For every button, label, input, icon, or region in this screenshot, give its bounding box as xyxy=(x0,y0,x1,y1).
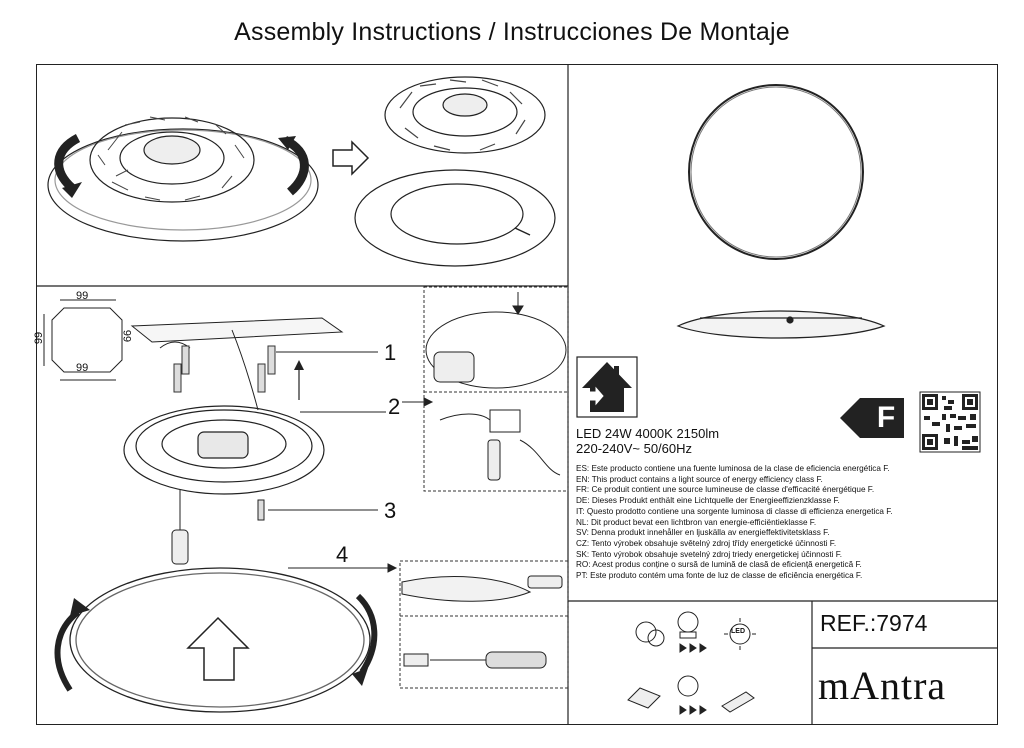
energy-statement-es: ES: Este producto contiene una fuente lu… xyxy=(576,464,890,473)
rotate-diffuser-left-arrow-icon xyxy=(54,598,90,692)
led-icon-label: LED xyxy=(731,628,745,635)
rotate-right-arrow-icon xyxy=(278,135,309,196)
diffuser-inner-shadow xyxy=(54,129,312,231)
product-side-view xyxy=(676,310,886,339)
step-number-4: 4 xyxy=(336,542,349,567)
led-board-inner xyxy=(119,131,225,185)
energy-class-letter: F xyxy=(876,401,896,434)
rotate-left-arrow-icon xyxy=(54,134,82,198)
energy-statement-pt: PT: Este produto contém uma fonte de luz… xyxy=(576,571,863,581)
next-step-arrow-icon xyxy=(332,140,370,176)
spec-power: LED 24W 4000K 2150lm xyxy=(576,426,720,441)
energy-statement-de: DE: Dieses Produkt enthält eine Lichtque… xyxy=(576,496,840,506)
led-module-top xyxy=(384,76,546,154)
brand-logo: mAntra xyxy=(818,663,947,708)
detail-diffuser-drawing xyxy=(401,575,563,669)
ceiling-plate xyxy=(130,317,344,411)
rotate-diffuser-right-arrow-icon xyxy=(352,593,378,686)
diffuser-ring xyxy=(354,169,556,267)
final-diffuser xyxy=(69,567,371,713)
leader-lines xyxy=(268,351,434,573)
detail-box-diffuser xyxy=(399,560,569,689)
energy-statement-en: EN: This product contains a light source… xyxy=(576,474,823,484)
detail-box-connection xyxy=(423,286,569,492)
dimension-inner-label: 66 xyxy=(122,329,135,343)
energy-statement-cz: CZ: Tento výrobek obsahuje světelný zdro… xyxy=(576,538,837,548)
energy-statement-it: IT: Questo prodotto contiene una sorgent… xyxy=(576,506,893,516)
reference-number: REF.:7974 xyxy=(820,610,928,636)
spec-voltage: 220-240V~ 50/60Hz xyxy=(576,441,693,456)
energy-statement-sv: SV: Denna produkt innehåller en ljuskäll… xyxy=(576,528,830,538)
diffuser-outline xyxy=(47,128,319,242)
step-number-3: 3 xyxy=(384,498,397,523)
qr-code-icon xyxy=(919,391,981,453)
up-arrow-head-icon xyxy=(294,360,304,370)
product-specifications: LED 24W 4000K 2150lm 220-240V~ 50/60Hz xyxy=(576,426,719,456)
step-number-1: 1 xyxy=(384,340,397,365)
energy-statement-fr: FR: Ce produit contient une source lumin… xyxy=(576,485,875,495)
driver-box xyxy=(143,135,201,165)
energy-class-badge-icon xyxy=(840,398,904,438)
detail-connection-drawing xyxy=(425,292,567,481)
energy-statement-list: ES: Este producto contiene una fuente lu… xyxy=(576,464,893,582)
step-number-2: 2 xyxy=(388,394,401,419)
led-board-outer xyxy=(89,117,255,203)
energy-statement-nl: NL: Dit product bevat een lichtbron van … xyxy=(576,517,817,527)
dimension-left-label: 99 xyxy=(33,331,46,345)
dimension-bottom-label: 99 xyxy=(76,362,89,374)
anchors-and-screws xyxy=(173,345,276,393)
lamp-base-plate xyxy=(123,405,325,495)
dimension-top-label: 99 xyxy=(76,290,89,302)
step-remove-diffuser xyxy=(47,116,319,242)
separated-parts xyxy=(354,76,556,267)
screwdriver-icon xyxy=(171,490,189,565)
indoor-use-icon xyxy=(576,356,638,418)
safety-pictograms xyxy=(627,611,756,715)
energy-statement-sk: SK: Tento výrobok obsahuje svetelný zdro… xyxy=(576,549,843,559)
product-top-view xyxy=(688,84,864,260)
energy-statement-ro: RO: Acest produs conține o sursă de lumi… xyxy=(576,560,862,570)
screw-icon xyxy=(257,499,265,521)
page-title: Assembly Instructions / Instrucciones De… xyxy=(234,18,790,46)
instruction-sheet-frame xyxy=(36,64,998,725)
dimension-diagram xyxy=(43,299,123,381)
